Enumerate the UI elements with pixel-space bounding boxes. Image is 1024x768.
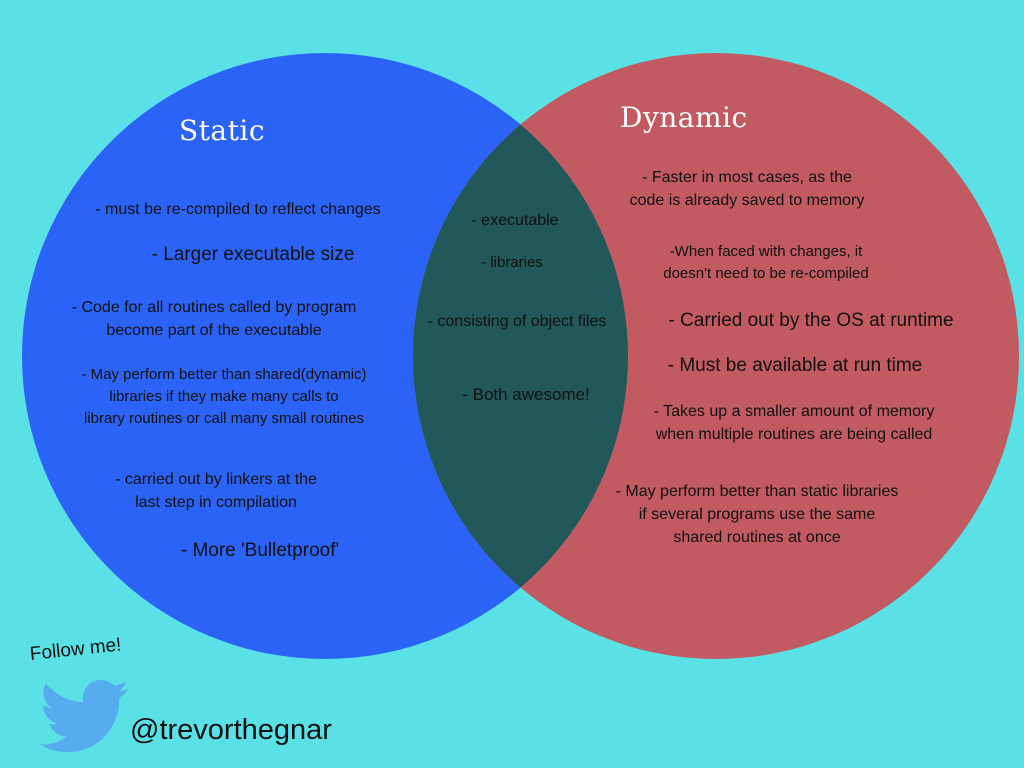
static-item-bulletproof: - More 'Bulletproof' — [180, 540, 340, 561]
both-item-awesome: - Both awesome! — [462, 385, 590, 404]
static-item-perform-better: - May perform better than shared(dynamic… — [81, 366, 367, 427]
dynamic-item-available: - Must be available at run time — [667, 355, 923, 376]
twitter-bird-icon[interactable] — [38, 680, 130, 754]
static-title: Static — [179, 114, 266, 147]
dynamic-title: Dynamic — [620, 101, 748, 134]
dynamic-item-no-recompile: -When faced with changes, it doesn't nee… — [663, 243, 869, 282]
static-item-linkers: - carried out by linkers at the last ste… — [115, 471, 317, 511]
both-item-libraries: - libraries — [481, 254, 543, 271]
static-item-code-routines: - Code for all routines called by progra… — [71, 299, 357, 339]
twitter-handle[interactable]: @trevorthegnar — [130, 714, 332, 746]
both-item-executable: - executable — [471, 212, 559, 229]
overlap-region — [413, 53, 628, 659]
static-item-recompile: - must be re-compiled to reflect changes — [95, 201, 381, 218]
dynamic-item-shared-routines: - May perform better than static librari… — [615, 483, 899, 546]
dynamic-item-less-memory: - Takes up a smaller amount of memory wh… — [653, 403, 935, 443]
static-item-larger-size: - Larger executable size — [151, 244, 355, 265]
dynamic-item-os-runtime: - Carried out by the OS at runtime — [668, 310, 954, 331]
both-item-object-files: - consisting of object files — [427, 313, 607, 330]
dynamic-item-faster: - Faster in most cases, as the code is a… — [629, 169, 865, 209]
